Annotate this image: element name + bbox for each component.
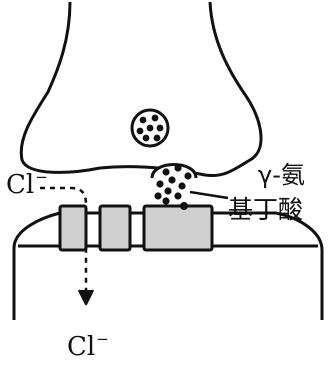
- gaba-label-line2: 基丁酸: [228, 197, 303, 222]
- chloride-ion-label-bottom: Cl−: [67, 334, 109, 360]
- gaba-pointer-line: [190, 192, 228, 198]
- chloride-top-charge: −: [35, 168, 48, 186]
- chloride-top-symbol: Cl: [6, 170, 34, 200]
- bound-gaba: [180, 202, 188, 210]
- presynaptic-terminal: [21, 2, 261, 176]
- chloride-bottom-charge: −: [96, 330, 109, 348]
- gaba-label-line1: γ-氨: [258, 163, 305, 187]
- chloride-ion-label-top: Cl−: [6, 172, 48, 198]
- synaptic-vesicle: [132, 110, 168, 146]
- chloride-bottom-symbol: Cl: [67, 332, 95, 362]
